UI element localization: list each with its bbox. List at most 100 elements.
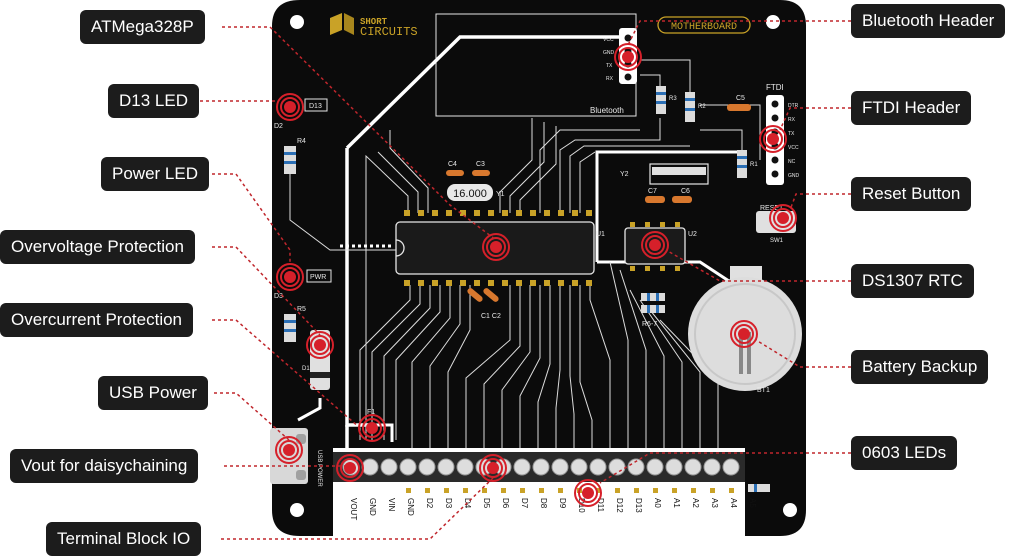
- terminal-label: D3: [444, 498, 453, 509]
- target-ring: [574, 479, 602, 507]
- caps-c1-c2: [467, 288, 499, 302]
- terminal-label: VOUT: [349, 498, 358, 520]
- target-ring: [777, 212, 789, 224]
- d1-label: D1: [302, 366, 310, 372]
- target-ring: [479, 454, 507, 482]
- target-ring: [306, 331, 334, 359]
- r3-label: R3: [669, 96, 677, 102]
- terminal-label: GND: [368, 498, 377, 516]
- target-ring: [738, 328, 750, 340]
- target-ring: [769, 204, 797, 232]
- terminal-label: A2: [691, 498, 700, 508]
- target-ring: [773, 208, 793, 228]
- bt-pin-vcc: VCC: [603, 37, 614, 43]
- resistor-r5: [284, 314, 296, 342]
- leader-line: [212, 319, 361, 429]
- r5-label: R5: [297, 306, 306, 313]
- c6-label: C6: [681, 188, 690, 195]
- resistor-bottom-right: [748, 484, 770, 492]
- terminal-label: D9: [558, 498, 567, 509]
- d13-box: [304, 98, 328, 112]
- target-ring: [487, 462, 499, 474]
- target-ring: [310, 335, 330, 355]
- pwr-box: [306, 269, 332, 283]
- callout-overcurrent: Overcurrent Protection: [0, 303, 194, 337]
- target-ring: [578, 483, 598, 503]
- target-ring: [490, 241, 502, 253]
- bluetooth-label: Bluetooth: [590, 106, 624, 115]
- pwr-box-label: PWR: [310, 274, 326, 281]
- target-ring: [280, 97, 300, 117]
- target-ring: [622, 51, 634, 63]
- r67-label: R6-7: [642, 321, 657, 328]
- f1-label: F1: [367, 409, 375, 416]
- atmega-pads-bottom: [404, 280, 592, 286]
- logo-circuits: CIRCUITS: [360, 25, 418, 39]
- target-ring: [483, 458, 503, 478]
- usb-power-label: USB POWER: [316, 450, 322, 487]
- leader-lines: [194, 20, 851, 540]
- ftdi-pin-dtr: DTR: [788, 103, 799, 109]
- ftdi-pin-nc: NC: [788, 159, 796, 165]
- ftdi-label: FTDI: [766, 83, 784, 92]
- target-ring: [734, 324, 754, 344]
- target-ring: [366, 422, 378, 434]
- target-ring: [283, 444, 295, 456]
- callout-usb-power: USB Power: [98, 376, 208, 410]
- target-ring: [763, 129, 783, 149]
- terminal-screws: [342, 458, 740, 476]
- target-ring: [279, 440, 299, 460]
- target-ring: [582, 487, 594, 499]
- c4-label: C4: [448, 161, 457, 168]
- callout-ds1307: DS1307 RTC: [851, 264, 974, 298]
- target-ring: [649, 239, 661, 251]
- sw1-label: SW1: [770, 238, 784, 244]
- target-ring: [482, 233, 510, 261]
- terminal-label: D10: [577, 498, 586, 513]
- callout-terminal-io: Terminal Block IO: [46, 522, 202, 556]
- resistor-r1: [737, 150, 747, 178]
- crystal-y2: [649, 163, 709, 185]
- target-ring: [618, 47, 638, 67]
- cap-c5: [727, 104, 751, 111]
- resistor-r3: [656, 86, 666, 114]
- bt-pin-tx: TX: [606, 63, 613, 69]
- leader-line: [665, 249, 851, 282]
- mounting-hole: [783, 503, 797, 517]
- target-ring: [344, 462, 356, 474]
- terminal-label: A4: [729, 498, 738, 508]
- y1-label: Y1: [496, 191, 505, 198]
- bt-pin-gnd: GND: [603, 50, 615, 56]
- callout-battery: Battery Backup: [851, 350, 989, 384]
- ds1307-pads: [630, 222, 680, 271]
- crystal-y1: [447, 184, 493, 201]
- r1-label: R1: [750, 162, 758, 168]
- target-ring: [641, 231, 669, 259]
- resistors-r6-r7: [641, 293, 665, 313]
- d13-box-label: D13: [309, 103, 322, 110]
- terminal-label: A3: [710, 498, 719, 508]
- leader-line: [755, 339, 851, 368]
- caps-c3-c4: [446, 170, 490, 176]
- callout-power-led: Power LED: [101, 157, 209, 191]
- battery-clip: [730, 266, 762, 280]
- terminal-label: D11: [596, 498, 605, 513]
- target-ring: [759, 125, 787, 153]
- terminal-label: D12: [615, 498, 624, 513]
- target-ring: [767, 133, 779, 145]
- terminal-label: A1: [672, 498, 681, 508]
- target-ring: [340, 458, 360, 478]
- callout-atmega328p: ATMega328P: [80, 10, 205, 44]
- target-ring: [276, 263, 304, 291]
- callout-ftdi-header: FTDI Header: [851, 91, 972, 125]
- resistor-r2: [685, 92, 695, 122]
- callout-overvoltage: Overvoltage Protection: [0, 230, 195, 264]
- target-ring: [314, 339, 326, 351]
- bt-pin-rx: RX: [606, 76, 614, 82]
- thick-trace: [345, 35, 619, 150]
- target-ring: [645, 235, 665, 255]
- r4-label: R4: [297, 138, 306, 145]
- target-ring: [276, 93, 304, 121]
